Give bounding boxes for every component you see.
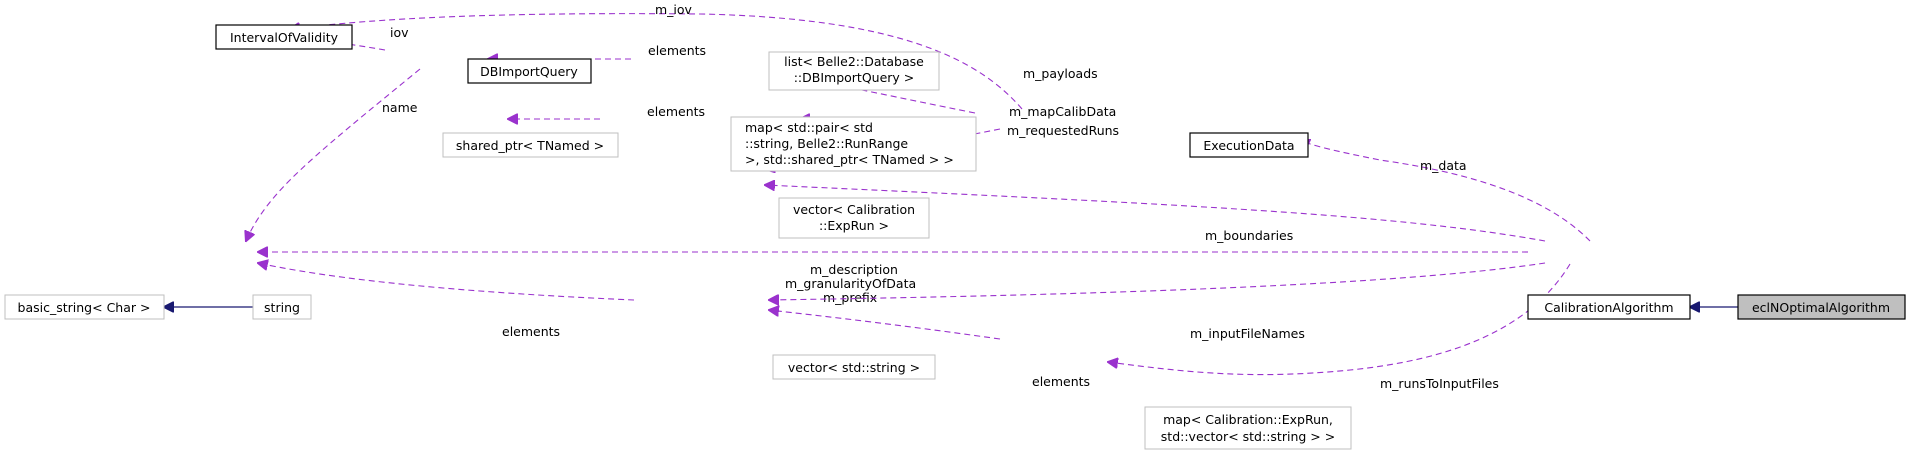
edge-label-iov: iov xyxy=(390,25,409,40)
node-label-basic-string: basic_string< Char > xyxy=(18,300,151,315)
node-interval-of-validity[interactable]: IntervalOfValidity xyxy=(215,24,353,50)
node-label-execution-data: ExecutionData xyxy=(1203,138,1294,153)
node-label-string: string xyxy=(264,300,300,315)
node-execution-data[interactable]: ExecutionData xyxy=(1189,132,1309,158)
nodes: IntervalOfValidity DBImportQuery list< B… xyxy=(4,24,1906,450)
node-label-list-line1: list< Belle2::Database xyxy=(784,54,924,69)
node-label-vector-exprun-line1: vector< Calibration xyxy=(793,202,915,217)
node-label-map2-line2: std::vector< std::string > > xyxy=(1161,429,1335,444)
node-list-db-import-query: list< Belle2::Database ::DBImportQuery > xyxy=(768,51,940,91)
edge-elements-map2 xyxy=(769,310,1001,340)
node-string: string xyxy=(252,294,312,320)
node-shared-ptr-tnamed: shared_ptr< TNamed > xyxy=(442,132,619,158)
node-label-map1-line3: >, std::shared_ptr< TNamed > > xyxy=(745,152,954,167)
edge-label-m-boundaries: m_boundaries xyxy=(1205,228,1293,243)
node-map-exprun-vector: map< Calibration::ExpRun, std::vector< s… xyxy=(1144,406,1352,450)
node-label-map1-line2: ::string, Belle2::RunRange xyxy=(745,136,908,151)
node-vector-string: vector< std::string > xyxy=(772,354,936,380)
edge-label-m-inputFileNames: m_inputFileNames xyxy=(1190,326,1305,341)
node-label-calibration-algorithm: CalibrationAlgorithm xyxy=(1544,300,1673,315)
edge-m-data xyxy=(1300,140,1591,242)
edge-label-m-data: m_data xyxy=(1420,158,1467,173)
node-vector-exprun: vector< Calibration ::ExpRun > xyxy=(778,197,930,239)
node-label-shared-ptr: shared_ptr< TNamed > xyxy=(456,138,604,153)
node-basic-string: basic_string< Char > xyxy=(4,294,165,320)
edge-label-m-requestedRuns: m_requestedRuns xyxy=(1007,123,1119,138)
node-label-interval-of-validity: IntervalOfValidity xyxy=(230,30,339,45)
edge-iov xyxy=(290,36,386,51)
edges: m_iov iov elements m_payloads name eleme… xyxy=(164,2,1738,391)
edge-label-elements-map: elements xyxy=(647,104,705,119)
edge-elements-vector xyxy=(258,263,635,301)
edge-label-elements-vector: elements xyxy=(502,324,560,339)
edge-label-m-payloads: m_payloads xyxy=(1023,66,1098,81)
node-db-import-query[interactable]: DBImportQuery xyxy=(467,58,592,84)
edge-label-m-iov: m_iov xyxy=(655,2,693,17)
node-label-map1-line1: map< std::pair< std xyxy=(745,120,873,135)
node-label-list-line2: ::DBImportQuery > xyxy=(794,70,915,85)
edge-label-m-prefix: m_prefix xyxy=(823,290,877,305)
edge-m-iov xyxy=(290,13,1023,110)
edge-label-m-description: m_description xyxy=(810,262,898,277)
node-label-vector-string: vector< std::string > xyxy=(788,360,920,375)
node-label-db-import-query: DBImportQuery xyxy=(480,64,578,79)
edge-label-m-mapCalibData: m_mapCalibData xyxy=(1009,104,1116,119)
node-label-vector-exprun-line2: ::ExpRun > xyxy=(819,218,889,233)
edge-m-boundaries xyxy=(765,185,1546,242)
node-ecl-n-optimal-algorithm: eclNOptimalAlgorithm xyxy=(1737,294,1906,320)
edge-m-inputFileNames xyxy=(769,262,1546,300)
edge-label-name: name xyxy=(382,100,418,115)
node-label-ecl-n-optimal-algorithm: eclNOptimalAlgorithm xyxy=(1752,300,1890,315)
edge-m-runsToInputFiles xyxy=(1108,263,1571,376)
node-calibration-algorithm[interactable]: CalibrationAlgorithm xyxy=(1527,294,1691,320)
edge-label-m-runsToInputFiles: m_runsToInputFiles xyxy=(1380,376,1499,391)
edge-label-m-granularityOfData: m_granularityOfData xyxy=(785,276,916,291)
edge-name xyxy=(246,68,421,241)
edge-label-elements-list: elements xyxy=(648,43,706,58)
edge-label-elements-map2: elements xyxy=(1032,374,1090,389)
node-map-run-range: map< std::pair< std ::string, Belle2::Ru… xyxy=(730,116,977,172)
node-label-map2-line1: map< Calibration::ExpRun, xyxy=(1163,412,1333,427)
